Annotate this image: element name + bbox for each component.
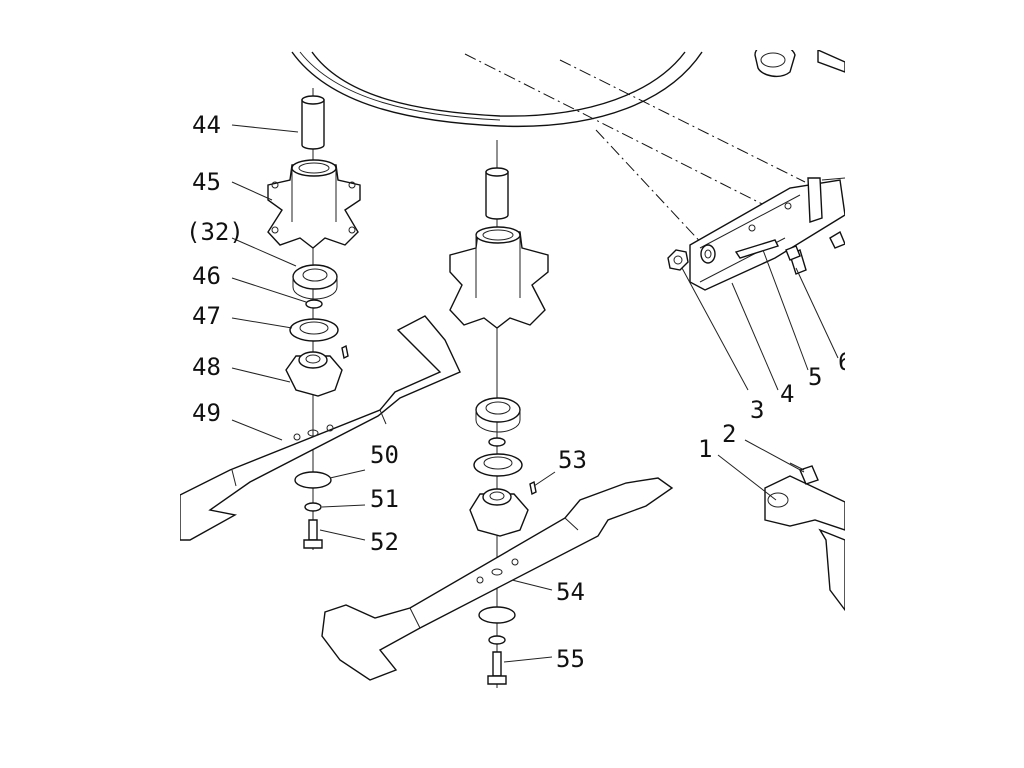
callout-44: 44 bbox=[192, 111, 221, 139]
blade-adapter-48 bbox=[285, 351, 343, 397]
spindle-housing-45 bbox=[267, 159, 361, 249]
spacer-tube-right bbox=[485, 167, 509, 220]
callout-3: 3 bbox=[750, 396, 764, 424]
key-left bbox=[341, 344, 349, 360]
blade-54 bbox=[321, 477, 674, 681]
callout-53: 53 bbox=[558, 446, 587, 474]
mower-deck bbox=[291, 51, 703, 128]
nut-3 bbox=[667, 249, 689, 271]
callout-52: 52 bbox=[370, 528, 399, 556]
pivot-bracket bbox=[689, 177, 845, 291]
callout-48: 48 bbox=[192, 353, 221, 381]
washer-right-lowest bbox=[488, 635, 506, 645]
washer-51 bbox=[304, 502, 322, 512]
fitting-right bbox=[829, 230, 845, 249]
key-53 bbox=[529, 480, 537, 496]
bearing-right bbox=[475, 397, 521, 433]
phantom-line-1 bbox=[464, 53, 779, 213]
phantom-line-3 bbox=[595, 129, 707, 249]
washer-46 bbox=[305, 299, 323, 309]
callout-2: 2 bbox=[722, 420, 736, 448]
bearing-32 bbox=[292, 264, 338, 300]
leader-lines bbox=[231, 124, 839, 663]
callouts: 44 45 (32) 46 47 48 49 50 51 52 53 54 55… bbox=[186, 111, 852, 673]
spacer-tube-44 bbox=[301, 95, 325, 150]
callout-1: 1 bbox=[698, 435, 712, 463]
washer-50 bbox=[294, 471, 332, 489]
ring-47 bbox=[289, 318, 339, 342]
phantom-line-2 bbox=[559, 59, 806, 183]
callout-55: 55 bbox=[556, 645, 585, 673]
lever-arm-1 bbox=[764, 475, 845, 612]
washer-right-lower bbox=[478, 606, 516, 624]
callout-45: 45 bbox=[192, 168, 221, 196]
bolt-6 bbox=[785, 245, 807, 275]
bolt-2 bbox=[789, 462, 819, 485]
bolt-52 bbox=[303, 519, 323, 549]
callout-46: 46 bbox=[192, 262, 221, 290]
callout-54: 54 bbox=[556, 578, 585, 606]
callout-5: 5 bbox=[808, 363, 822, 391]
bolt-55 bbox=[487, 651, 507, 685]
washer-4 bbox=[700, 244, 716, 264]
washer-right bbox=[488, 437, 506, 447]
callout-50: 50 bbox=[370, 441, 399, 469]
spindle-housing-right bbox=[449, 226, 549, 329]
callout-47: 47 bbox=[192, 302, 221, 330]
callout-32: (32) bbox=[186, 218, 244, 246]
blade-adapter-right bbox=[469, 488, 529, 537]
blade-49 bbox=[180, 315, 461, 541]
callout-6: 6 bbox=[838, 348, 852, 376]
pin-5 bbox=[734, 239, 779, 259]
callout-51: 51 bbox=[370, 485, 399, 513]
top-right-part bbox=[754, 50, 845, 78]
callout-49: 49 bbox=[192, 399, 221, 427]
callout-4: 4 bbox=[780, 380, 794, 408]
ring-right bbox=[473, 453, 523, 477]
